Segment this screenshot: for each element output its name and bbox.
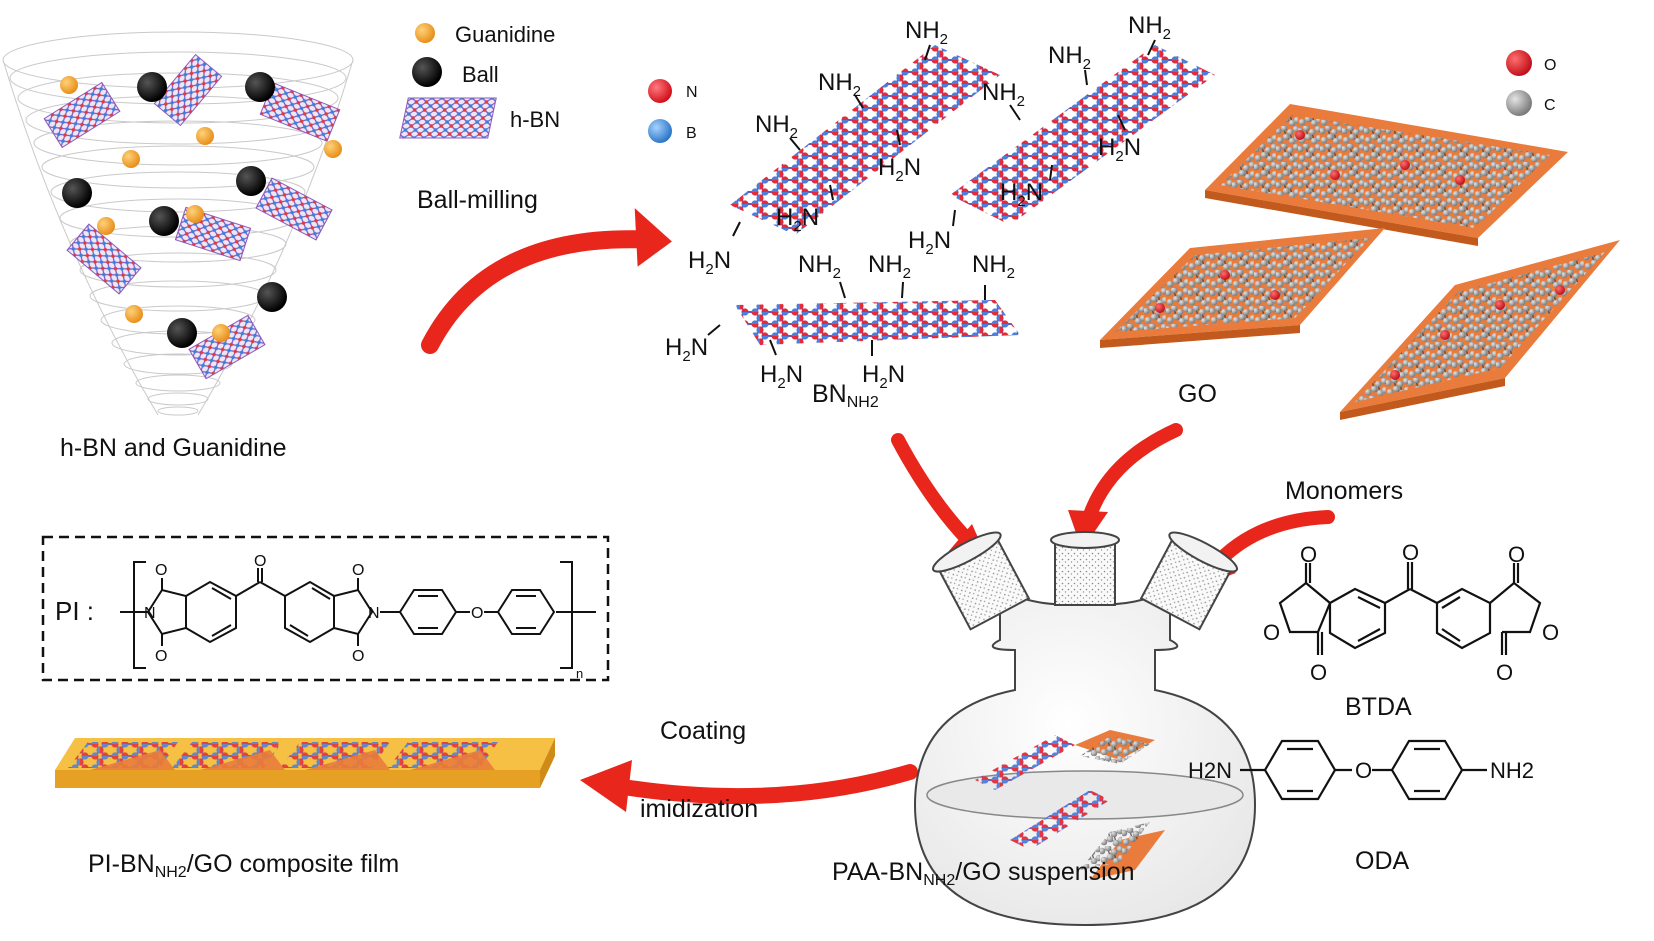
go-sheets bbox=[1100, 104, 1620, 420]
legend-go-atoms: O C bbox=[1506, 50, 1556, 116]
btda-atoms: O O O O O O O bbox=[1263, 540, 1559, 685]
guanidine-legend-marker bbox=[415, 23, 435, 43]
imidization-label: imidization bbox=[640, 795, 759, 823]
pi-o-atom: O bbox=[471, 605, 483, 622]
pi-o-atom: O bbox=[155, 648, 167, 665]
n-atom-legend-marker bbox=[648, 79, 672, 103]
h2n-label: H2N bbox=[1000, 179, 1043, 210]
legend-hbn-label: h-BN bbox=[510, 107, 560, 132]
h2n-label: H2N bbox=[862, 361, 905, 392]
bn-nh2-sheets: NH2 NH2 NH2 H2N H2N H2N NH2 NH2 NH2 H2N … bbox=[665, 12, 1215, 392]
oda-o-atom: O bbox=[1355, 758, 1372, 783]
funnel-guanidine bbox=[60, 76, 342, 342]
nh2-label: NH2 bbox=[982, 79, 1025, 110]
legend-c-label: C bbox=[1544, 97, 1556, 114]
btda-o-atom: O bbox=[1300, 542, 1317, 567]
oda-structure bbox=[1240, 739, 1487, 801]
h2n-label: H2N bbox=[776, 204, 819, 235]
legend-bn-atoms: N B bbox=[648, 79, 698, 143]
b-atom-legend-marker bbox=[648, 119, 672, 143]
pi-label: PI : bbox=[55, 596, 94, 626]
h2n-label: H2N bbox=[908, 227, 951, 258]
go-sheet-1 bbox=[1205, 104, 1568, 246]
legend-funnel: Guanidine Ball h-BN bbox=[399, 22, 560, 139]
legend-b-label: B bbox=[686, 125, 697, 142]
ball-milling-arrow bbox=[421, 208, 672, 354]
legend-guanidine-label: Guanidine bbox=[455, 22, 555, 47]
arrow-go-to-flask bbox=[1068, 423, 1183, 550]
pi-n-atom: N bbox=[368, 605, 380, 622]
suspension-caption: PAA-BNNH2/GO suspension bbox=[832, 858, 1135, 889]
go-sheet-3 bbox=[1340, 240, 1620, 420]
btda-o-atom: O bbox=[1508, 542, 1525, 567]
legend-ball-label: Ball bbox=[462, 62, 499, 87]
nh2-label: NH2 bbox=[905, 17, 948, 48]
hbn-guanidine-caption: h-BN and Guanidine bbox=[60, 434, 287, 462]
btda-label: BTDA bbox=[1345, 693, 1412, 721]
monomers-label: Monomers bbox=[1285, 477, 1404, 505]
nh2-label: NH2 bbox=[972, 251, 1015, 282]
go-sheet-2 bbox=[1100, 228, 1385, 348]
legend-n-label: N bbox=[686, 84, 698, 101]
amine-labels: NH2 NH2 NH2 H2N H2N H2N NH2 NH2 NH2 H2N … bbox=[665, 12, 1171, 392]
nh2-label: NH2 bbox=[818, 69, 861, 100]
go-caption: GO bbox=[1178, 380, 1217, 408]
funnel-hbn-flakes bbox=[43, 53, 341, 380]
pi-o-atom: O bbox=[352, 648, 364, 665]
three-neck-flask bbox=[913, 531, 1257, 927]
h2n-label: H2N bbox=[760, 361, 803, 392]
pi-o-atom: O bbox=[254, 553, 266, 570]
arrow-coating bbox=[580, 760, 918, 812]
ball-milling-label: Ball-milling bbox=[417, 186, 538, 214]
pi-o-atom: O bbox=[155, 562, 167, 579]
hbn-legend-marker bbox=[399, 97, 497, 139]
pi-o-atom: O bbox=[352, 562, 364, 579]
nh2-label: NH2 bbox=[1048, 42, 1091, 73]
btda-o-atom: O bbox=[1542, 620, 1559, 645]
oda-atoms: H2N O NH2 bbox=[1188, 758, 1534, 783]
ball-mill-funnel bbox=[2, 31, 354, 416]
h2n-label: H2N bbox=[688, 247, 731, 278]
pi-repeat-n: n bbox=[576, 666, 583, 681]
legend-o-label: O bbox=[1544, 57, 1556, 74]
oda-nh2-label: NH2 bbox=[1490, 758, 1534, 783]
btda-o-atom: O bbox=[1310, 660, 1327, 685]
bn-nh2-sheet-2 bbox=[950, 45, 1215, 225]
bn-nh2-sheet-1 bbox=[730, 45, 1000, 235]
nh2-label: NH2 bbox=[1128, 12, 1171, 43]
ball-legend-marker bbox=[412, 57, 442, 87]
btda-o-atom: O bbox=[1402, 540, 1419, 565]
oda-label: ODA bbox=[1355, 847, 1410, 875]
c-atom-legend-marker bbox=[1506, 90, 1532, 116]
oda-h2n-label: H2N bbox=[1188, 758, 1232, 783]
pi-structure-box: PI : bbox=[41, 535, 610, 682]
o-atom-legend-marker bbox=[1506, 50, 1532, 76]
pi-n-atom: N bbox=[144, 605, 156, 622]
h2n-label: H2N bbox=[878, 154, 921, 185]
nh2-label: NH2 bbox=[798, 251, 841, 282]
bn-nh2-caption: BNNH2 bbox=[812, 380, 879, 411]
h2n-label: H2N bbox=[665, 334, 708, 365]
composite-film bbox=[55, 738, 555, 788]
nh2-label: NH2 bbox=[868, 251, 911, 282]
bn-nh2-sheet-3 bbox=[735, 300, 1020, 345]
coating-label: Coating bbox=[660, 717, 747, 745]
btda-o-atom: O bbox=[1263, 620, 1280, 645]
composite-film-caption: PI-BNNH2/GO composite film bbox=[88, 850, 400, 881]
funnel-balls bbox=[62, 72, 287, 348]
btda-o-atom: O bbox=[1496, 660, 1513, 685]
btda-structure bbox=[1278, 562, 1542, 655]
h2n-label: H2N bbox=[1098, 134, 1141, 165]
nh2-label: NH2 bbox=[755, 111, 798, 142]
